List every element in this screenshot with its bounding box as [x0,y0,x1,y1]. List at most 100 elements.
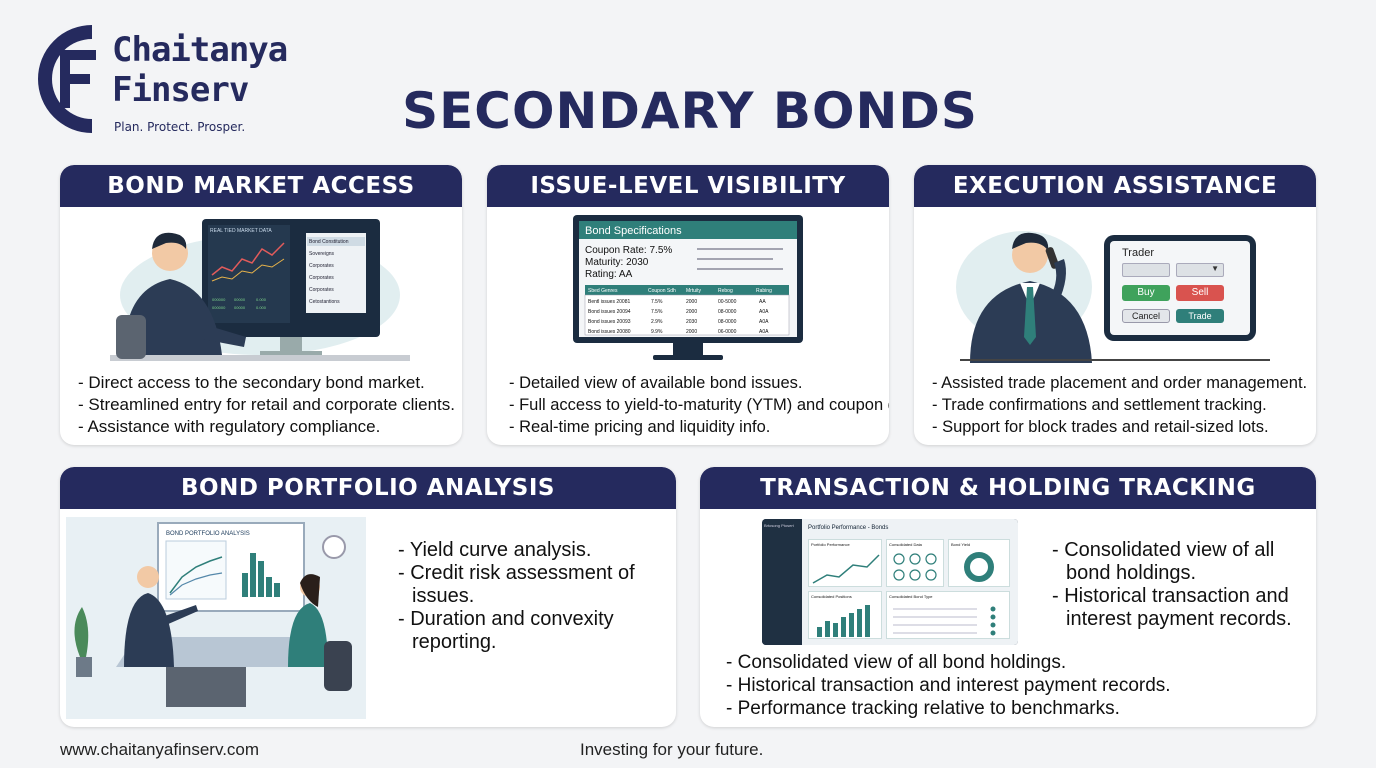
card-title: ISSUE-LEVEL VISIBILITY [487,165,889,207]
bullet-list: - Detailed view of available bond issues… [509,372,889,438]
svg-text:0.000: 0.000 [256,297,267,302]
table-row: Bond issues 20093 2.9% 2030 08-0000 A0A [588,319,769,325]
table-header-4: Rabing [756,288,772,294]
screen-list-1: Sovereigns [309,251,335,257]
bullet-item: - Credit risk assessment of issues. [398,562,635,607]
svg-text:Bond issues 20080: Bond issues 20080 [588,329,631,335]
svg-text:A0A: A0A [759,309,769,315]
bullet-item: - Assisted trade placement and order man… [932,374,1308,392]
card-bond-portfolio-analysis: BOND PORTFOLIO ANALYSIS BOND PORTFOLIO A… [60,467,676,727]
brand-name-line2: Finserv [112,70,249,110]
trade-dropdown[interactable]: ▼ [1176,263,1224,277]
card-execution-assistance: EXECUTION ASSISTANCE Trader ▼ Buy Sell C… [914,165,1316,445]
dashboard-panel: Portfolio Performance [808,539,882,587]
tablet-label: Trader [1122,247,1154,259]
trade-button[interactable]: Trade [1176,309,1224,323]
svg-text:2000: 2000 [686,309,697,315]
dashboard-sidebar: Brtosong Ptosert [762,519,802,645]
screen-title: REAL TIED MARKET DATA [210,228,272,234]
screen-list-4: Corporates [309,287,334,293]
bullet-list: - Yield curve analysis. - Credit risk as… [398,539,638,654]
card-issue-level-visibility: ISSUE-LEVEL VISIBILITY Bond Specificatio… [487,165,889,445]
table-header-3: Rebog [718,288,733,294]
trade-text-field[interactable] [1122,263,1170,277]
dashboard-panel: Consolidated Positions [808,591,882,639]
svg-text:Bentl issues 20081: Bentl issues 20081 [588,299,630,305]
card-title: TRANSACTION & HOLDING TRACKING [700,467,1316,509]
chevron-down-icon: ▼ [1211,264,1219,273]
page-title: SECONDARY BONDS [402,82,978,140]
dashboard-panel: Consolidated Bond Type [886,591,1010,639]
bullet-list: - Direct access to the secondary bond ma… [78,372,455,438]
bullet-item: - Duration and convexity reporting. [398,608,614,653]
footer-website-link[interactable]: www.chaitanyafinserv.com [60,740,260,759]
screen-list-2: Corporates [309,263,334,269]
bullet-list: - Assisted trade placement and order man… [932,372,1307,438]
svg-text:Bond issues 20094: Bond issues 20094 [588,309,631,315]
dashboard-panel: Consolidated Data [886,539,944,587]
svg-text:06-0000: 06-0000 [718,329,737,335]
svg-text:7.5%: 7.5% [651,299,663,305]
bullet-item: - Trade confirmations and settlement tra… [932,396,1267,414]
svg-text:000000: 000000 [212,297,226,302]
card-title: EXECUTION ASSISTANCE [914,165,1316,207]
portfolio-meeting-illustration: BOND PORTFOLIO ANALYSIS [66,517,366,719]
bullet-list: - Consolidated view of all bond holdings… [726,651,1171,720]
chaitanya-logo-icon [38,25,96,133]
board-title: BOND PORTFOLIO ANALYSIS [166,531,250,537]
card-title: BOND PORTFOLIO ANALYSIS [60,467,676,509]
table-header-1: Coupon Sdh [648,288,676,294]
side-bullet-list: - Consolidated view of all bond holdings… [1052,539,1302,631]
spec-title: Bond Specifications [585,225,682,237]
divider [960,359,1270,361]
sell-button[interactable]: Sell [1176,285,1224,301]
svg-text:7.5%: 7.5% [651,309,663,315]
spec-line-rating: Rating: AA [585,269,633,280]
bond-specification-monitor-illustration: Bond Specifications Coupon Rate: 7.5% Ma… [573,215,803,360]
dashboard-title: Portfolio Performance - Bonds [808,525,889,531]
svg-text:08-0000: 08-0000 [718,309,737,315]
table-row: Bond issues 20094 7.5% 2000 08-0000 A0A [588,309,769,315]
svg-text:A0A: A0A [759,319,769,325]
card-title: BOND MARKET ACCESS [60,165,462,207]
svg-text:08-0000: 08-0000 [718,319,737,325]
svg-text:000000: 000000 [212,305,226,310]
spec-line-coupon: Coupon Rate: 7.5% [585,245,672,256]
cancel-button[interactable]: Cancel [1122,309,1170,323]
bullet-item: - Detailed view of available bond issues… [509,374,803,392]
footer-tagline: Investing for your future. [580,740,764,759]
table-header-2: Mrtuity [686,288,702,294]
card-bond-market-access: BOND MARKET ACCESS REAL TIED MARKET DATA… [60,165,462,445]
portfolio-dashboard: Brtosong Ptosert Portfolio Performance -… [762,519,1018,645]
card-transaction-holding-tracking: TRANSACTION & HOLDING TRACKING Brtosong … [700,467,1316,727]
bullet-item: - Direct access to the secondary bond ma… [78,373,425,392]
bullet-item: - Performance tracking relative to bench… [726,698,1120,719]
svg-text:2000: 2000 [686,329,697,335]
svg-text:A0A: A0A [759,329,769,335]
screen-list-3: Corporates [309,275,334,281]
spec-line-maturity: Maturity: 2030 [585,257,649,268]
brand-logo: Chaitanya Finserv Plan. Protect. Prosper… [36,24,296,139]
buy-button[interactable]: Buy [1122,285,1170,301]
svg-text:Bond issues 20093: Bond issues 20093 [588,319,631,325]
bullet-item: - Consolidated view of all bond holdings… [1052,539,1275,584]
bullet-item: - Full access to yield-to-maturity (YTM)… [509,396,889,414]
bullet-item: - Assistance with regulatory compliance. [78,417,381,436]
bullet-item: - Consolidated view of all bond holdings… [726,652,1067,673]
brand-name-line1: Chaitanya [112,30,288,70]
bullet-item: - Real-time pricing and liquidity info. [509,418,771,436]
brand-tagline: Plan. Protect. Prosper. [114,120,246,134]
svg-text:00-5000: 00-5000 [718,299,737,305]
svg-text:00000: 00000 [234,297,246,302]
svg-text:2.9%: 2.9% [651,319,663,325]
svg-text:2030: 2030 [686,319,697,325]
screen-list-5: Cetostantions [309,299,340,305]
bullet-item: - Yield curve analysis. [398,539,592,561]
table-header-0: Sbed Genres [588,288,618,294]
svg-text:0.000: 0.000 [256,305,267,310]
svg-text:AA: AA [759,299,766,305]
svg-text:9.9%: 9.9% [651,329,663,335]
trader-on-phone-illustration [956,231,1092,363]
